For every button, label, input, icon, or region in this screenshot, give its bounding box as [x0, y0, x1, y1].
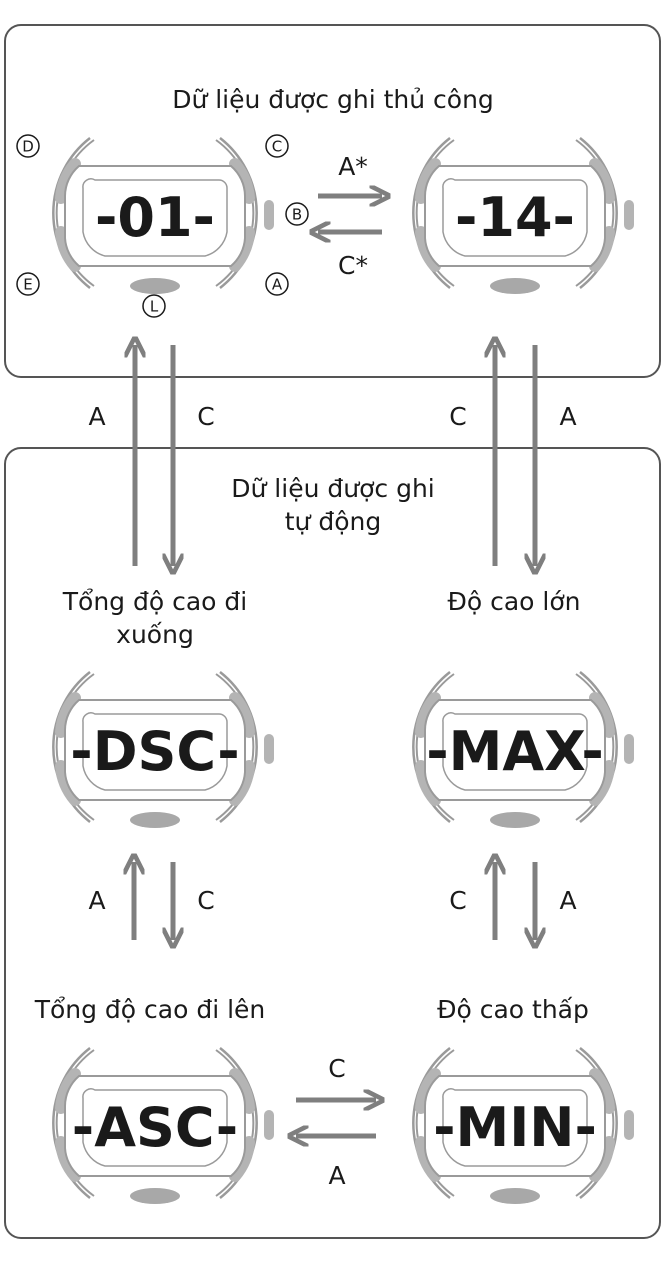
arrow-label: A — [559, 402, 576, 431]
arrow-label-a-star: A* — [338, 152, 368, 181]
button-e-label: E — [16, 272, 40, 296]
manual-title: Dữ liệu được ghi thủ công — [172, 85, 494, 114]
arrow-label: A — [88, 402, 105, 431]
svg-text:B: B — [292, 206, 302, 224]
display-text: -MAX- — [426, 720, 604, 783]
display-text: -01- — [95, 186, 215, 249]
auto-frame — [4, 447, 661, 1239]
arrow-label: A — [88, 886, 105, 915]
svg-text:E: E — [23, 276, 32, 294]
button-c-label: C — [265, 134, 289, 158]
auto-title-line2: tự động — [285, 507, 381, 536]
arrow-label: A — [559, 886, 576, 915]
svg-text:C: C — [272, 138, 282, 156]
watch-manual-left: -01- — [53, 138, 274, 294]
button-b-label: B — [285, 202, 309, 226]
display-text: -DSC- — [70, 720, 239, 783]
button-a-label: A — [265, 272, 289, 296]
button-l-label: L — [142, 294, 166, 318]
watch-min: -MIN- — [413, 1048, 634, 1204]
dsc-label-line2: xuống — [116, 620, 194, 649]
dsc-label-line1: Tổng độ cao đi — [62, 587, 247, 616]
asc-label: Tổng độ cao đi lên — [34, 995, 266, 1024]
arrow-label: A — [328, 1161, 345, 1190]
svg-text:L: L — [150, 298, 159, 316]
min-label: Độ cao thấp — [437, 995, 589, 1024]
manual-frame — [4, 24, 661, 378]
watch-dsc: -DSC- — [53, 672, 274, 828]
svg-text:D: D — [22, 138, 34, 156]
display-text: -14- — [455, 186, 575, 249]
arrow-label-c-star: C* — [338, 251, 368, 280]
max-label: Độ cao lớn — [447, 587, 580, 616]
arrow-label: C — [197, 402, 214, 431]
arrow-label: C — [197, 886, 214, 915]
arrow-label: C — [328, 1054, 345, 1083]
watch-asc: -ASC- — [53, 1048, 274, 1204]
button-d-label: D — [16, 134, 40, 158]
svg-text:A: A — [272, 276, 283, 294]
display-text: -MIN- — [433, 1096, 597, 1159]
watch-max: -MAX- — [413, 672, 634, 828]
watch-manual-right: -14- — [413, 138, 634, 294]
display-text: -ASC- — [72, 1096, 238, 1159]
auto-title-line1: Dữ liệu được ghi — [231, 474, 434, 503]
arrow-label: C — [449, 886, 466, 915]
arrow-label: C — [449, 402, 466, 431]
